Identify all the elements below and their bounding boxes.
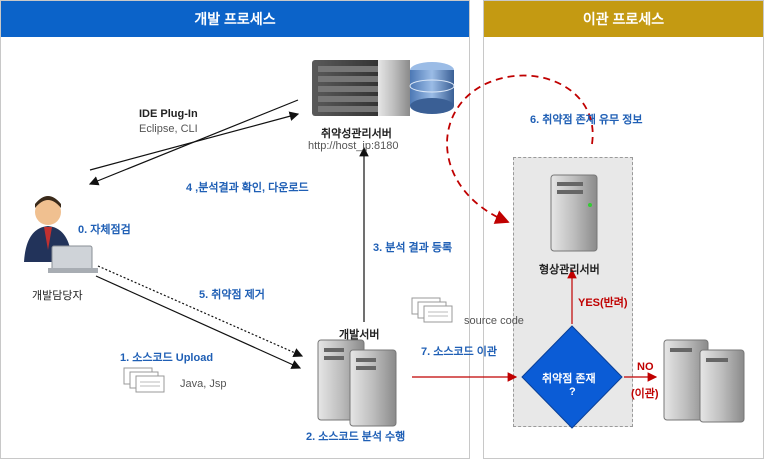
server-to-developer-arrow [88,99,299,186]
step-0-label: 0. 자체점검 [78,224,131,236]
migrate-process-title: 이관 프로세스 [582,11,665,27]
decision-line-2: ? [569,386,576,398]
step-6-label: 6. 취약점 존재 유무 정보 [530,114,643,126]
yes-branch-label: YES(반려) [578,297,628,309]
vuln-server-icon [312,60,455,116]
remove-vuln-arrow [97,265,304,358]
vuln-info-dashed-arrow [446,74,594,224]
dev-process-header: 개발 프로세스 [1,1,469,37]
step-3-label: 3. 분석 결과 등록 [373,242,453,254]
dev-server-label: 개발서버 [339,329,380,341]
ide-plugin-sub: Eclipse, CLI [139,123,198,135]
config-server-icon [550,174,598,252]
ide-plugin-title: IDE Plug-In [139,108,198,120]
step-7-label: 7. 소스코드 이관 [421,346,498,358]
dev-process-title: 개발 프로세스 [194,11,276,27]
java-files-label: Java, Jsp [180,378,227,390]
no-branch-label: NO [637,361,654,373]
step-4-label: 4 ,분석결과 확인, 다운로드 [186,182,309,194]
developer-icon [24,196,98,273]
java-files-icon [123,367,165,393]
source-files-label: source code [464,315,524,327]
config-server-label: 형상관리서버 [539,264,600,276]
dev-server-icon [317,339,397,427]
upload-arrow [95,275,302,369]
step-5-label: 5. 취약점 제거 [199,289,265,301]
step-1-label: 1. 소스코드 Upload [120,352,214,364]
no-branch-sub: (이관) [631,388,659,400]
migrate-process-header: 이관 프로세스 [484,1,763,37]
step-2-label: 2. 소스코드 분석 수행 [306,431,406,443]
decision-line-1: 취약점 존재 [542,373,596,385]
target-server-icon [663,339,745,423]
vuln-server-label: 취약성관리서버 [321,128,392,140]
decision-diamond [521,325,623,429]
developer-label: 개발담당자 [32,290,83,302]
vuln-server-url: http://host_ip:8180 [308,140,399,152]
source-files-icon [411,297,453,323]
